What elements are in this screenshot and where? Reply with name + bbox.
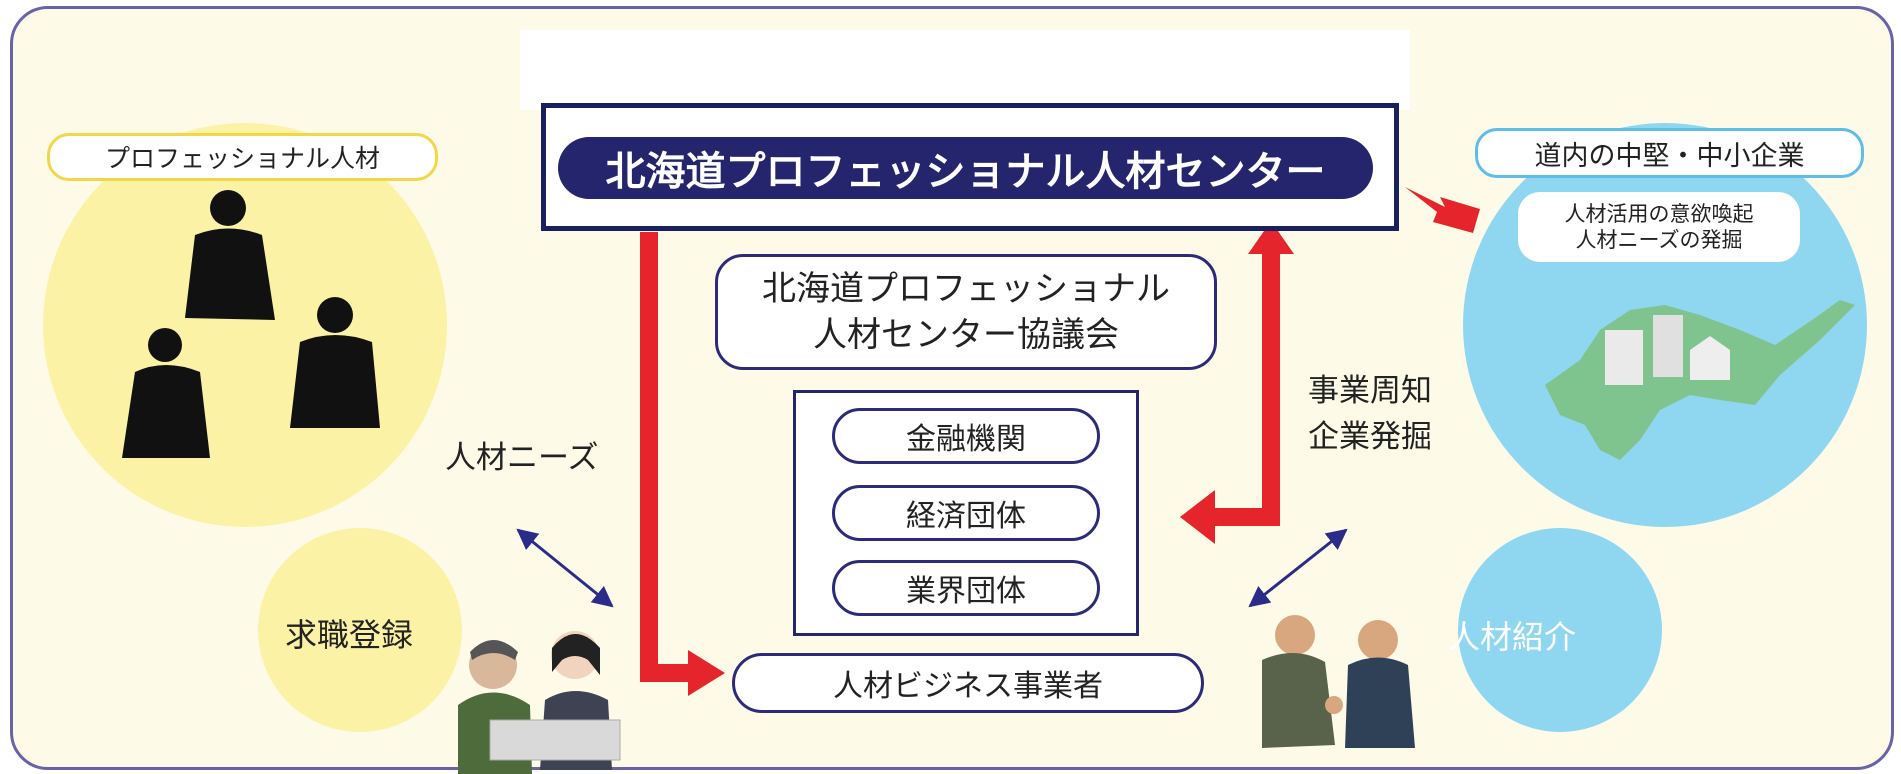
registration-text: 求職登録 xyxy=(285,616,414,654)
council-box: 北海道プロフェッショナル 人材センター協議会 xyxy=(715,254,1217,370)
business-box: 人材ビジネス事業者 xyxy=(732,653,1204,713)
promotion-text: 事業周知 企業発掘 xyxy=(1290,368,1450,460)
promotion-line1: 事業周知 xyxy=(1308,373,1432,409)
member-pill: 業界団体 xyxy=(832,560,1100,616)
member-pill: 金融機関 xyxy=(832,408,1100,464)
left-double-arrow xyxy=(516,528,614,608)
council-line1: 北海道プロフェッショナル xyxy=(762,269,1170,309)
callout-line2: 人材ニーズの発掘 xyxy=(1575,228,1743,252)
council-line2: 人材センター協議会 xyxy=(813,315,1119,355)
center-title: 北海道プロフェッショナル人材センター xyxy=(558,137,1373,199)
silhouette-icon xyxy=(122,190,380,458)
placement-text: 人材紹介 xyxy=(1448,618,1577,656)
handshake-icon xyxy=(1262,615,1415,748)
hokkaido-map-icon xyxy=(1545,300,1855,460)
professional-label: プロフェッショナル人材 xyxy=(47,133,438,181)
professional-circle xyxy=(43,123,447,527)
red-arrows xyxy=(640,187,1480,696)
consultation-people-icon xyxy=(458,631,621,774)
needs-text: 人材ニーズ xyxy=(445,440,599,476)
placement-circle xyxy=(1458,528,1662,732)
promotion-line2: 企業発掘 xyxy=(1308,419,1432,455)
registration-circle xyxy=(258,528,462,732)
company-label: 道内の中堅・中小企業 xyxy=(1475,128,1864,178)
right-double-arrow xyxy=(1248,528,1348,608)
company-callout: 人材活用の意欲喚起 人材ニーズの発掘 xyxy=(1518,192,1800,262)
callout-line1: 人材活用の意欲喚起 xyxy=(1564,202,1754,226)
member-pill: 経済団体 xyxy=(832,485,1100,541)
top-band xyxy=(520,30,1410,110)
